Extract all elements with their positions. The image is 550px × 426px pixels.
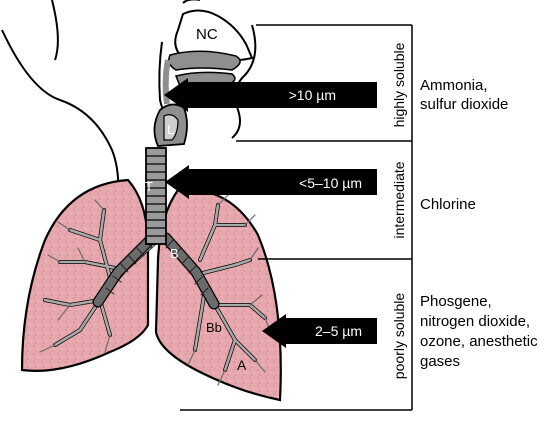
region-dividers <box>180 24 413 411</box>
trachea <box>145 147 167 245</box>
label-bronchioles: Bb <box>206 320 222 335</box>
agent-line: Ammonia, <box>420 77 488 94</box>
particle-size-large: >10 µm <box>289 87 336 103</box>
agent-line: nitrogen dioxide, <box>420 313 530 330</box>
agent-line: sulfur dioxide <box>420 96 508 113</box>
particle-size-small: 2–5 µm <box>315 323 362 339</box>
arrow-highly-soluble: >10 µm <box>164 78 377 112</box>
arrow-poorly-soluble: 2–5 µm <box>262 314 377 348</box>
bronchial-tree <box>39 194 273 386</box>
solubility-poorly-soluble: poorly soluble <box>391 293 407 380</box>
solubility-highly-soluble: highly soluble <box>391 42 407 127</box>
label-alveoli: A <box>237 357 247 373</box>
nasal-cavity <box>158 9 254 119</box>
label-trachea: T <box>145 179 153 194</box>
particle-size-medium: <5–10 µm <box>299 175 362 191</box>
agents-intermediate: Chlorine <box>420 196 476 213</box>
arrow-intermediate: <5–10 µm <box>165 165 377 199</box>
agent-line: ozone, anesthetic <box>420 333 538 350</box>
agents-poorly-soluble: Phosgene, nitrogen dioxide, ozone, anest… <box>420 293 538 370</box>
agents-highly-soluble: Ammonia, sulfur dioxide <box>420 77 508 113</box>
agent-line: Chlorine <box>420 196 476 213</box>
solubility-intermediate: intermediate <box>391 161 407 238</box>
label-larynx: L <box>167 122 174 137</box>
label-nasal-cavity: NC <box>196 26 218 43</box>
agent-line: gases <box>420 353 460 370</box>
larynx <box>153 103 188 147</box>
label-bronchi: B <box>170 246 179 261</box>
right-lung <box>154 188 282 402</box>
left-lung <box>20 178 150 372</box>
agent-line: Phosgene, <box>420 293 492 310</box>
